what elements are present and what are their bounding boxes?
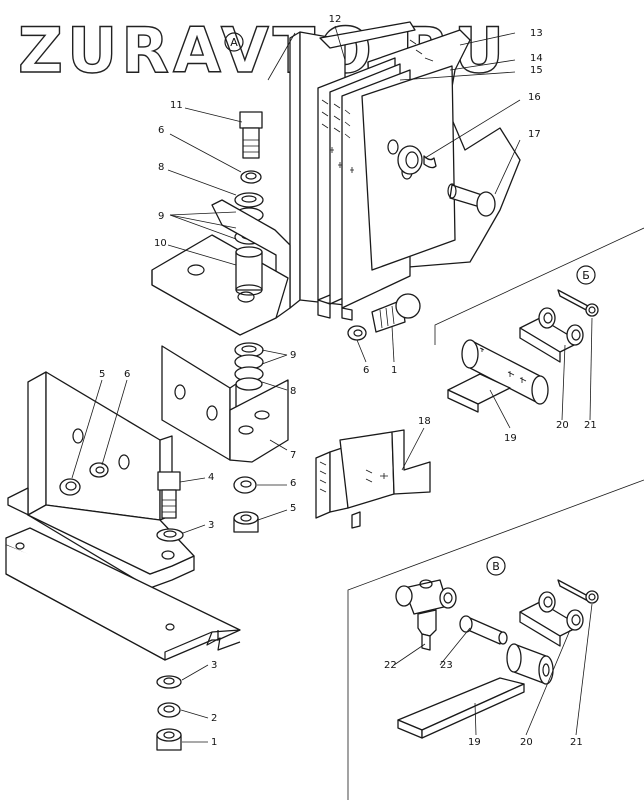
panel-stack [289,21,521,321]
bracket-upper [151,199,291,336]
callout-1a: 1 [391,365,397,376]
bushing-8-mid [235,377,263,391]
spring-washer-6-base [89,462,109,478]
callout-19b: 19 [468,737,481,748]
region-dividers [347,227,644,800]
callout-20b: 20 [520,737,533,748]
callout-15: 15 [530,65,543,76]
leader-lines [71,25,593,743]
svg-text:Б: Б [582,269,590,282]
spring-washer-2 [157,702,181,718]
washer-16 [397,145,437,175]
callout-6b: 6 [363,365,369,376]
base-plate [5,527,241,661]
spring-washer-6-top [240,170,262,184]
nut-5-base [59,478,81,496]
view-v-assembly [395,579,599,739]
svg-text:В: В [492,560,500,573]
callout-1b: 1 [211,737,217,748]
bracket-7 [161,345,289,463]
nut-1-bottom [156,728,182,751]
callout-numbers: 12 13 14 15 16 17 11 6 8 9 10 6 1 9 8 7 … [99,14,597,748]
bolt-1-mid [371,293,421,333]
callout-19a: 19 [504,433,517,444]
callout-3a: 3 [208,520,214,531]
panel-fragment-18 [315,429,431,529]
callout-22: 22 [384,660,397,671]
callout-16: 16 [528,92,541,103]
callout-5b: 5 [290,503,296,514]
callout-7: 7 [290,450,296,461]
callout-20a: 20 [556,420,569,431]
callout-6c: 6 [124,369,130,380]
callout-13: 13 [530,28,543,39]
callout-17: 17 [528,129,541,140]
callout-21b: 21 [570,737,583,748]
spring-washer-6-right [233,476,257,494]
callout-3b: 3 [211,660,217,671]
callout-5a: 5 [99,369,105,380]
callout-2: 2 [211,713,217,724]
bolt-4 [157,471,181,519]
callout-9a: 9 [158,211,164,222]
callout-12: 12 [329,14,342,25]
callout-4: 4 [208,472,214,483]
callout-18: 18 [418,416,431,427]
bolt-11 [239,111,263,159]
callout-6d: 6 [290,478,296,489]
callout-14: 14 [530,53,543,64]
callout-11: 11 [170,100,183,111]
callout-8b: 8 [290,386,296,397]
callout-10: 10 [154,238,167,249]
washer-3-upper [156,528,184,542]
washer-9-stack-mid [234,342,264,382]
callout-23: 23 [440,660,453,671]
callout-6a: 6 [158,125,164,136]
callout-21a: 21 [584,420,597,431]
view-b-hinge [447,289,599,413]
callout-8a: 8 [158,162,164,173]
bushing-8-top [234,192,264,208]
view-mark-b: Б [576,265,596,285]
view-mark-v: В [486,556,506,576]
nut-5-right [233,511,259,533]
callout-9b: 9 [290,350,296,361]
view-mark-a: А [224,32,244,52]
washer-3-bottom [156,675,182,689]
spring-washer-6-mid [347,325,367,341]
svg-text:А: А [230,36,238,49]
pin-17 [447,183,496,217]
